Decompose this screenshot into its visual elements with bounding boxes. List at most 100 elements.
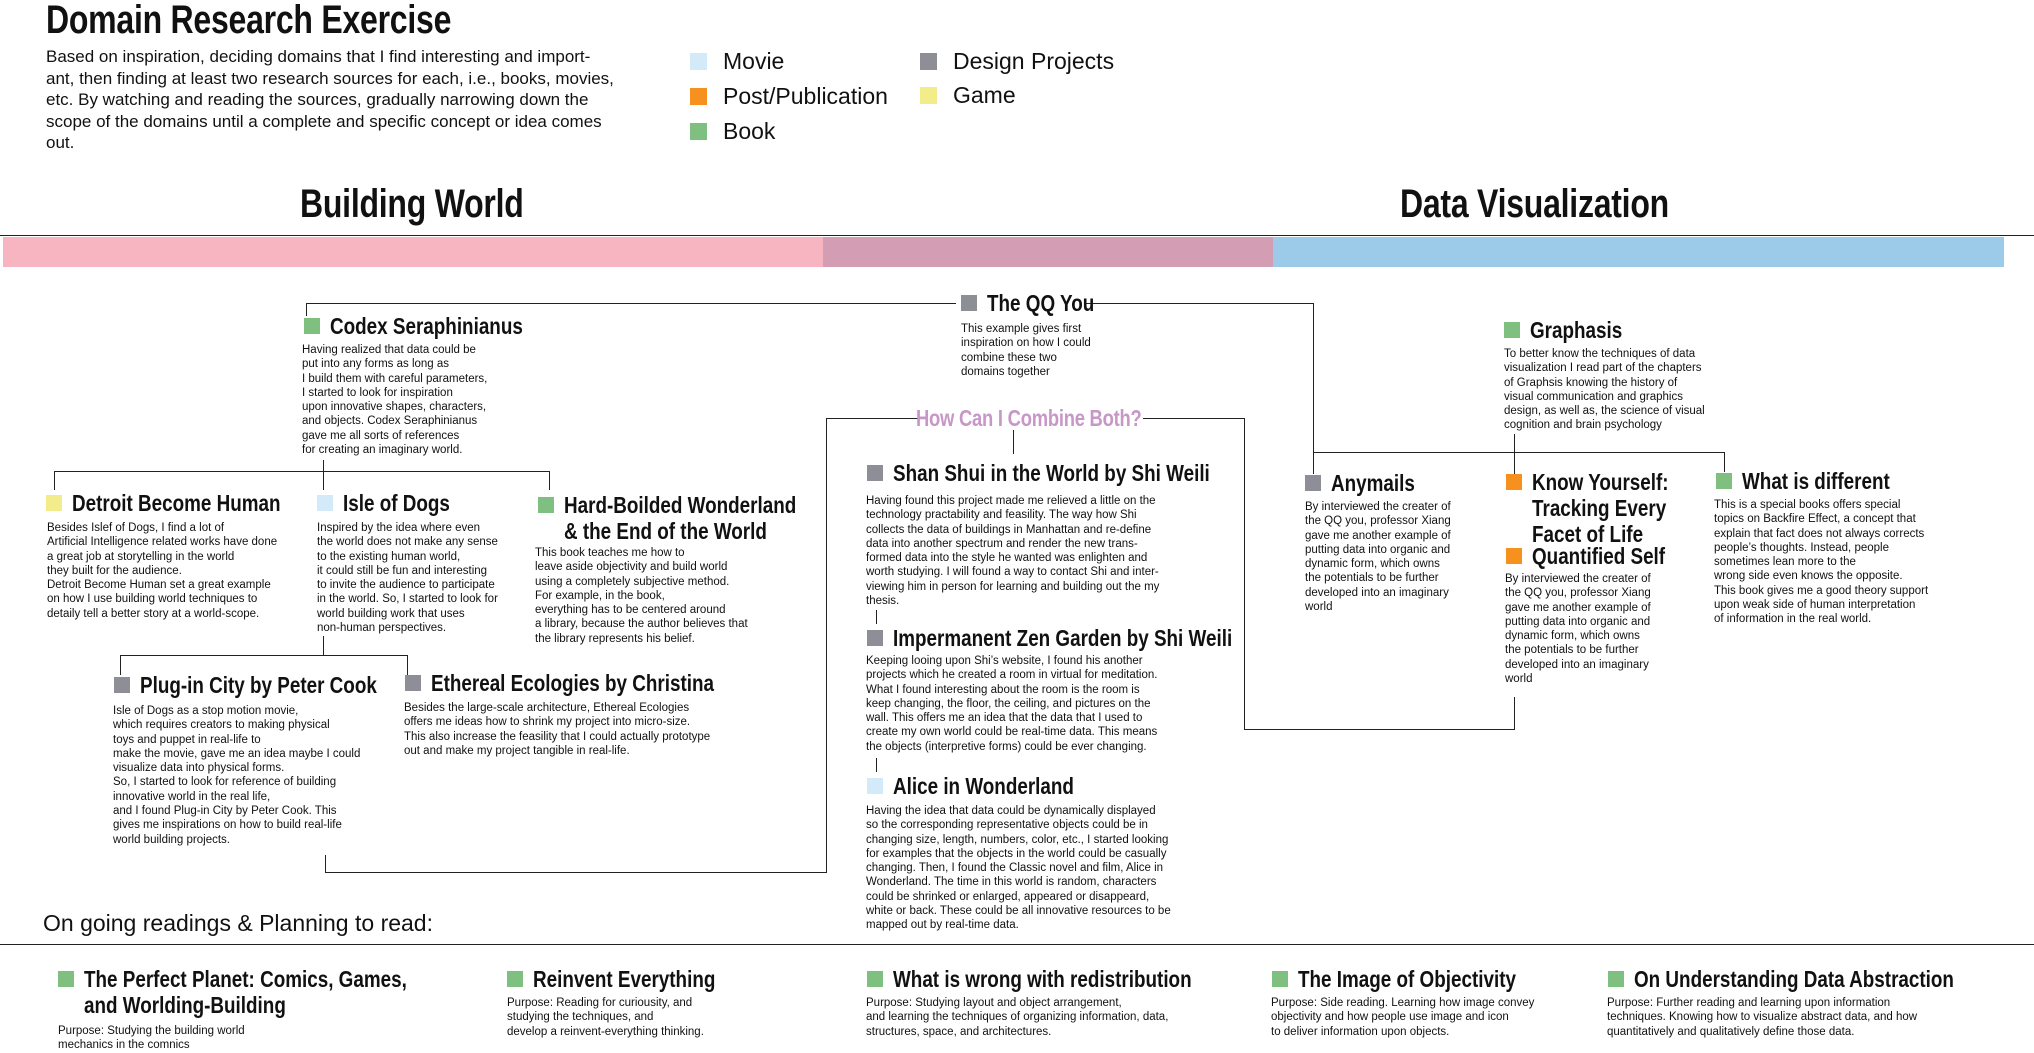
card-title: Graphasis	[1530, 317, 1623, 343]
card-isle-of-dogs: Isle of Dogs	[317, 490, 473, 516]
design-square-icon	[961, 295, 977, 311]
card-zen-garden-text: Keeping looing upon Shi’s website, I fou…	[866, 655, 1158, 753]
connector	[876, 758, 877, 772]
book-color-swatch	[690, 123, 707, 140]
reading-reinvent-everything: Reinvent Everything	[507, 966, 755, 992]
card-hard-boiled-text: This book teaches me how to leave aside …	[535, 547, 748, 645]
legend-design: Design Projects	[920, 48, 1114, 75]
legend-label: Game	[953, 82, 1016, 108]
card-title: Hard-Boilded Wonderland & the End of the…	[564, 492, 797, 544]
card-title: Isle of Dogs	[343, 490, 450, 516]
connector	[54, 471, 55, 490]
legend-label: Book	[723, 118, 776, 144]
connector	[549, 471, 550, 490]
reading-title: What is wrong with redistribution	[893, 966, 1192, 992]
card-detroit-text: Besides Islef of Dogs, I find a lot of A…	[47, 522, 278, 620]
movie-square-icon	[317, 495, 333, 511]
card-zen-garden: Impermanent Zen Garden by Shi Weili	[867, 625, 1307, 651]
connector	[407, 655, 408, 675]
post-square-icon	[1506, 548, 1522, 564]
design-square-icon	[1305, 475, 1321, 491]
card-what-is-different-text: This is a special books offers special t…	[1714, 499, 1929, 626]
book-square-icon	[304, 318, 320, 334]
card-hard-boiled: Hard-Boilded Wonderland & the End of the…	[538, 492, 847, 544]
connector	[120, 655, 121, 675]
design-square-icon	[867, 465, 883, 481]
card-shan-shui: Shan Shui in the World by Shi Weili	[867, 460, 1279, 486]
card-title: Quantified Self	[1532, 543, 1666, 569]
connector	[120, 655, 408, 656]
reading-image-of-objectivity-text: Purpose: Side reading. Learning how imag…	[1271, 997, 1535, 1038]
design-square-icon	[867, 630, 883, 646]
card-title: Detroit Become Human	[72, 490, 281, 516]
card-codex-text: Having realized that data could be put i…	[302, 344, 488, 457]
card-alice: Alice in Wonderland	[867, 773, 1114, 799]
domain-building-world: Building World	[300, 182, 524, 226]
connector	[826, 418, 827, 873]
card-title: The QQ You	[987, 290, 1095, 316]
design-color-swatch	[920, 53, 937, 70]
legend-game: Game	[920, 82, 1016, 109]
card-quantified-self: Quantified Self	[1506, 543, 1694, 569]
card-know-yourself-text: By interviewed the creater of the QQ you…	[1505, 573, 1651, 686]
legend-movie: Movie	[690, 48, 784, 75]
card-detroit: Detroit Become Human	[46, 490, 326, 516]
connector	[1514, 452, 1515, 474]
readings-heading: On going readings & Planning to read:	[43, 910, 433, 936]
connector	[1313, 303, 1314, 473]
card-shan-shui-text: Having found this project made me reliev…	[866, 495, 1160, 608]
card-title: Alice in Wonderland	[893, 773, 1074, 799]
book-square-icon	[1504, 322, 1520, 338]
connector	[306, 303, 956, 304]
reading-data-abstraction-text: Purpose: Further reading and learning up…	[1607, 997, 1918, 1038]
legend-label: Design Projects	[953, 48, 1115, 74]
connector	[325, 872, 827, 873]
reading-perfect-planet: The Perfect Planet: Comics, Games, and W…	[58, 966, 478, 1018]
card-know-yourself: Know Yourself: Tracking Every Facet of L…	[1506, 469, 1699, 547]
reading-title: The Image of Objectivity	[1298, 966, 1516, 992]
reading-image-of-objectivity: The Image of Objectivity	[1272, 966, 1564, 992]
page-title: Domain Research Exercise	[46, 0, 452, 42]
readings-rule	[0, 944, 2034, 945]
book-square-icon	[1272, 971, 1288, 987]
reading-title: The Perfect Planet: Comics, Games, and W…	[84, 966, 407, 1018]
combine-question: How Can I Combine Both?	[916, 405, 1142, 431]
legend-label: Post/Publication	[723, 83, 888, 109]
book-square-icon	[1608, 971, 1624, 987]
card-plugin-city: Plug-in City by Peter Cook	[114, 672, 429, 698]
post-color-swatch	[690, 88, 707, 105]
band-top-rule	[0, 235, 2034, 236]
connector	[323, 471, 324, 490]
card-anymails-text: By interviewed the creater of the QQ you…	[1305, 501, 1451, 614]
domain-data-visualization: Data Visualization	[1400, 182, 1669, 226]
connector	[325, 855, 326, 873]
card-plugin-city-text: Isle of Dogs as a stop motion movie, whi…	[113, 705, 361, 846]
card-title: Impermanent Zen Garden by Shi Weili	[893, 625, 1233, 651]
card-qq-you: The QQ You	[961, 290, 1118, 316]
card-isle-of-dogs-text: Inspired by the idea where even the worl…	[317, 522, 498, 635]
connector	[1086, 303, 1314, 304]
connector	[1313, 452, 1314, 474]
band-building-world	[3, 237, 823, 267]
design-square-icon	[114, 677, 130, 693]
connector	[1313, 452, 1725, 453]
movie-color-swatch	[690, 53, 707, 70]
card-title: Know Yourself: Tracking Every Facet of L…	[1532, 469, 1669, 547]
card-graphasis: Graphasis	[1504, 317, 1643, 343]
card-codex: Codex Seraphinianus	[304, 313, 565, 339]
card-what-is-different: What is different	[1716, 468, 1922, 494]
legend-book: Book	[690, 118, 775, 145]
card-ethereal-ecologies: Ethereal Ecologies by Christina	[405, 670, 776, 696]
book-square-icon	[507, 971, 523, 987]
design-square-icon	[405, 675, 421, 691]
connector	[1724, 452, 1725, 472]
intro-text: Based on inspiration, deciding domains t…	[46, 47, 614, 152]
connector	[1244, 729, 1515, 730]
reading-title: Reinvent Everything	[533, 966, 716, 992]
card-ethereal-ecologies-text: Besides the large-scale architecture, Et…	[404, 702, 711, 757]
game-square-icon	[46, 495, 62, 511]
band-data-visualization	[1273, 237, 2004, 267]
reading-data-abstraction: On Understanding Data Abstraction	[1608, 966, 2024, 992]
reading-redistribution: What is wrong with redistribution	[867, 966, 1257, 992]
card-qq-you-text: This example gives first inspiration on …	[961, 323, 1091, 378]
